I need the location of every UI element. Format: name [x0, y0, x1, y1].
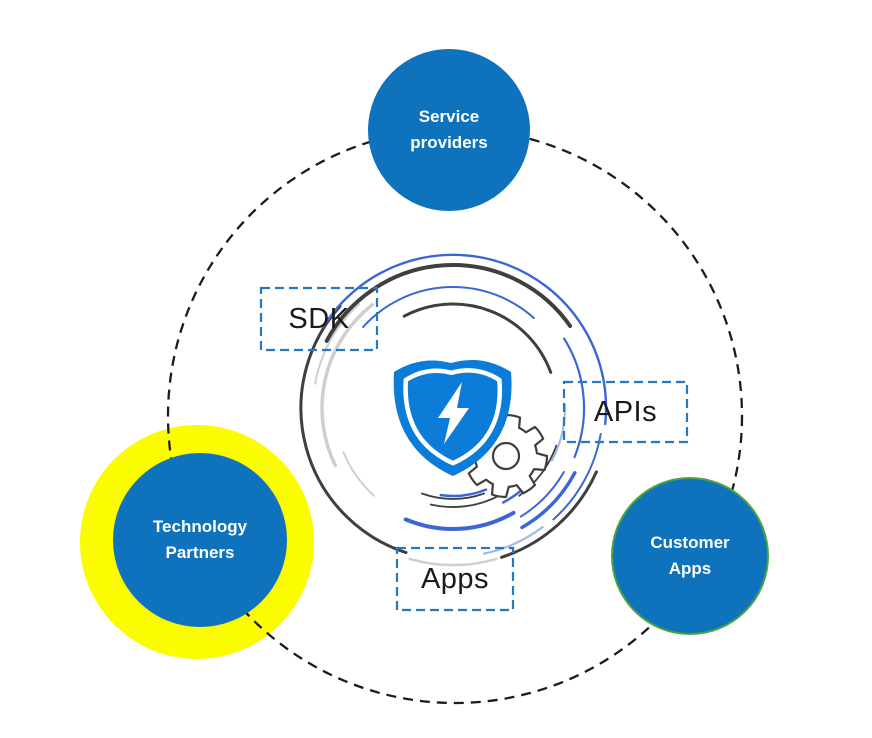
apps-label: Apps — [420, 562, 490, 595]
node-customer-apps-label-line1: Customer — [650, 532, 730, 552]
node-technology-partners-label-line2: Partners — [165, 543, 235, 562]
apis-label: APIs — [593, 395, 658, 428]
node-technology-partners-label-line1: Technology — [152, 516, 248, 536]
shield-lightning-icon — [393, 360, 512, 476]
apps-box-outline — [395, 546, 515, 612]
node-service-providers-label-line1: Service — [418, 106, 480, 126]
node-customer-apps-label-line2: Apps — [668, 559, 712, 578]
node-service-providers: Service providers — [368, 49, 530, 211]
node-customer-apps: Customer Apps — [611, 477, 769, 635]
shield-inner-outline — [403, 368, 503, 466]
node-service-providers-label-line2: providers — [410, 133, 488, 152]
lightning-bolt-icon — [438, 382, 469, 444]
sdk-box-outline — [259, 286, 379, 352]
sdk-label: SDK — [288, 302, 350, 335]
node-technology-partners: Technology Partners — [113, 453, 287, 627]
apis-box-outline — [562, 380, 689, 444]
